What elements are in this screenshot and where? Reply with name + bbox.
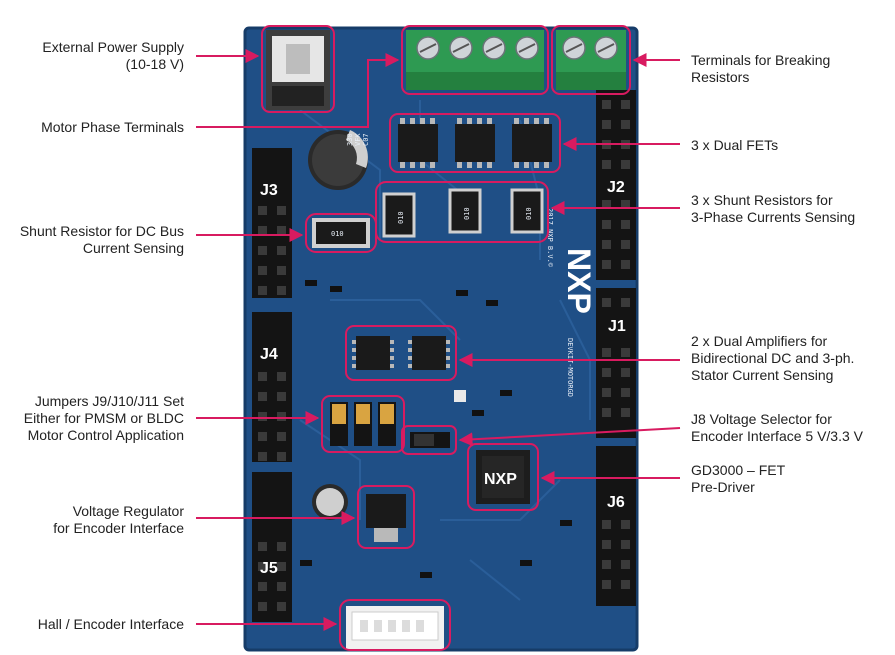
board-nxp-logo: NXP [561, 248, 597, 314]
label-motor-phase: Motor Phase Terminals [41, 119, 184, 136]
highlight-amplifiers [345, 325, 457, 381]
voltage-regulator [366, 494, 406, 542]
label-hall-encoder: Hall / Encoder Interface [38, 616, 184, 633]
shunt-dc-text: 010 [331, 230, 344, 238]
label-shunt-dc: Shunt Resistor for DC Bus Current Sensin… [20, 223, 184, 257]
connector-label-j1: J1 [608, 318, 626, 335]
regulator-capacitor [312, 484, 348, 520]
label-power-supply: External Power Supply (10-18 V) [42, 39, 184, 73]
header-j3 [252, 148, 292, 298]
label-regulator-line2: for Encoder Interface [53, 520, 184, 536]
leader-motor-phase [196, 53, 400, 128]
shunt-a-text: 010 [397, 211, 405, 224]
electrolytic-capacitor [308, 130, 368, 190]
highlight-jumpers [321, 395, 405, 453]
label-breaking: Terminals for Breaking Resistors [691, 52, 830, 86]
highlight-boxes [261, 25, 631, 651]
label-breaking-line2: Resistors [691, 69, 750, 85]
jumpers-j9-j10-j11 [330, 402, 396, 446]
connector-label-j4: J4 [260, 346, 278, 363]
header-j4 [252, 312, 292, 462]
header-j5 [252, 472, 292, 622]
label-jumpers: Jumpers J9/J10/J11 Set Either for PMSM o… [24, 393, 184, 444]
label-jumpers-line3: Motor Control Application [27, 427, 184, 443]
label-power-supply-line1: External Power Supply [42, 39, 184, 55]
label-j8: J8 Voltage Selector for Encoder Interfac… [691, 411, 863, 445]
predriver-nxp-logo: NXP [484, 471, 517, 488]
highlight-dual-fets [389, 113, 561, 173]
capacitor-text-2: VFK [354, 133, 362, 146]
label-jumpers-line1: Jumpers J9/J10/J11 Set [34, 393, 184, 409]
motor-phase-terminal-block [406, 30, 544, 90]
board-model-text: DEVKIT-MOTORGD [566, 338, 574, 397]
shunt-b-text: 010 [463, 207, 471, 220]
label-hall-encoder-line1: Hall / Encoder Interface [37, 616, 184, 632]
highlight-gd3000 [467, 443, 539, 511]
label-j8-line1: J8 Voltage Selector for [691, 411, 832, 427]
leader-lines [196, 49, 681, 631]
label-gd3000-line2: Pre-Driver [691, 479, 755, 495]
label-power-supply-line2: (10-18 V) [125, 56, 184, 72]
label-regulator: Voltage Regulator for Encoder Interface [53, 503, 184, 537]
shunt-c-text: 010 [525, 207, 533, 220]
board-year-text: 2017 NXP B.V.© [546, 208, 554, 268]
header-j6 [596, 446, 636, 606]
highlight-hall-encoder [339, 599, 451, 651]
label-amplifiers-line3: Stator Current Sensing [691, 367, 834, 383]
label-fets: 3 x Dual FETs [691, 137, 778, 154]
connector-label-j5: J5 [260, 560, 278, 577]
shunt-resistor-dc-bus [312, 218, 370, 248]
highlight-shunt-dc [305, 213, 377, 253]
connector-label-j3: J3 [260, 182, 278, 199]
highlight-regulator [357, 485, 415, 549]
label-j8-line2: Encoder Interface 5 V/3.3 V [691, 428, 863, 444]
highlight-motor-terminals [401, 25, 549, 95]
label-gd3000-line1: GD3000 – FET [691, 462, 786, 478]
highlight-j8 [401, 425, 457, 455]
dual-fets [398, 118, 552, 168]
label-gd3000: GD3000 – FET Pre-Driver [691, 462, 785, 496]
header-j1 [596, 288, 636, 438]
label-motor-phase-line1: Motor Phase Terminals [41, 119, 184, 135]
label-amplifiers-line2: Bidirectional DC and 3-ph. [691, 350, 855, 366]
label-shunt-dc-line1: Shunt Resistor for DC Bus [19, 223, 184, 239]
led-indicator [454, 390, 466, 402]
capacitor-text-3: C07 [362, 133, 370, 146]
breaking-resistor-terminal-block [556, 30, 626, 90]
connector-label-j2: J2 [607, 179, 625, 196]
label-amplifiers: 2 x Dual Amplifiers for Bidirectional DC… [691, 333, 854, 384]
dual-amplifiers [352, 336, 450, 370]
shunt-resistors-3ph [382, 188, 544, 238]
leader-j8 [458, 427, 681, 447]
label-fets-line1: 3 x Dual FETs [691, 137, 779, 153]
small-components [300, 280, 572, 578]
label-jumpers-line2: Either for PMSM or BLDC [23, 410, 184, 426]
label-shunt-dc-line2: Current Sensing [82, 240, 184, 256]
gd3000-predriver [476, 450, 530, 504]
label-breaking-line1: Terminals for Breaking [691, 52, 831, 68]
capacitor-text-1: 330 [346, 133, 354, 146]
power-jack [266, 30, 330, 110]
label-regulator-line1: Voltage Regulator [72, 503, 184, 519]
label-amplifiers-line1: 2 x Dual Amplifiers for [691, 333, 828, 349]
highlight-breaking-terminals [551, 25, 631, 95]
highlight-power-jack [261, 25, 335, 113]
j8-voltage-selector [410, 432, 450, 448]
highlight-shunts-3ph [375, 181, 549, 243]
label-shunts-3ph-line2: 3-Phase Currents Sensing [691, 209, 856, 225]
hall-encoder-connector [346, 606, 444, 650]
label-shunts-3ph: 3 x Shunt Resistors for 3-Phase Currents… [691, 192, 855, 226]
label-shunts-3ph-line1: 3 x Shunt Resistors for [691, 192, 833, 208]
connector-label-j6: J6 [607, 494, 625, 511]
